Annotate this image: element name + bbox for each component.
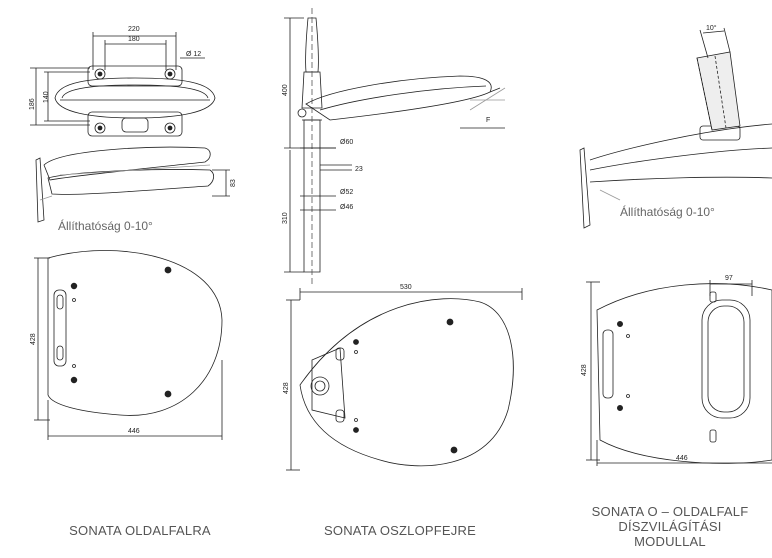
middle-plan-view [286,288,523,471]
caption-oszlopfejre: SONATA OSZLOPFEJRE [324,523,476,538]
dim-10deg: 10° [706,24,717,32]
dim-220: 220 [128,26,140,33]
dim-d46: Ø46 [340,204,353,211]
left-dim-446: 446 [128,428,140,435]
dim-d52: Ø52 [340,189,353,196]
right-adjust-note: Állíthatóság 0-10° [620,204,715,219]
caption-dekor: SONATA O – OLDALFALF DÍSZVILÁGÍTÁSI MODU… [568,504,772,549]
left-plan-view [34,250,223,440]
middle-dim-428: 428 [283,382,290,394]
dim-d60: Ø60 [340,139,353,146]
caption-dekor-line-3: MODULLAL [634,534,706,549]
left-dim-428: 428 [30,333,37,345]
dim-23: 23 [355,166,363,173]
dim-180: 180 [128,36,140,43]
dim-97: 97 [725,275,733,282]
caption-oldalfalra: SONATA OLDALFALRA [69,523,211,538]
right-dim-446: 446 [676,455,688,462]
right-plan-view [586,280,772,466]
left-side-view [35,146,230,223]
middle-pole-view [284,8,506,285]
dim-hole: Ø 12 [186,51,201,58]
middle-dim-530: 530 [400,284,412,291]
right-side-view [579,27,772,229]
dim-400: 400 [282,84,289,96]
dim-186: 186 [29,98,36,110]
right-dim-428: 428 [581,364,588,376]
dim-140: 140 [43,91,50,103]
dim-310: 310 [282,212,289,224]
dim-83: 83 [230,179,237,187]
left-adjust-note: Állíthatóság 0-10° [58,218,153,233]
caption-dekor-line-2: DÍSZVILÁGÍTÁSI [618,519,722,534]
angle-mark: F [486,117,490,124]
left-top-view [30,32,216,137]
caption-dekor-line-1: SONATA O – OLDALFALF [591,504,749,519]
